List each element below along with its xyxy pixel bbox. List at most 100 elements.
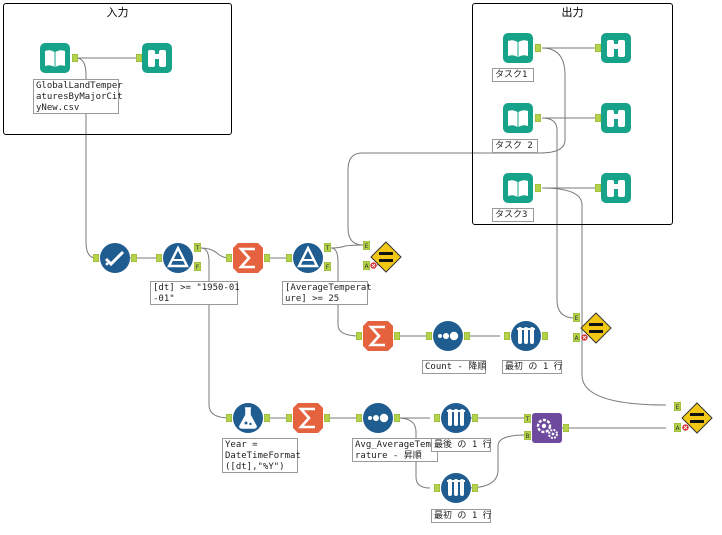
dots-sort-icon[interactable] <box>362 402 394 434</box>
filter-avg-annotation: [AverageTemperat ure] >= 25 <box>282 281 372 305</box>
output-anchor[interactable] <box>535 44 541 52</box>
svg-text:A: A <box>364 263 369 270</box>
input-anchor[interactable] <box>595 184 601 192</box>
formula-year-annotation: Year = DateTimeFormat ([dt],"%Y") <box>222 438 301 473</box>
test-tubes-icon[interactable] <box>440 472 472 504</box>
input-file-annotation: GlobalLandTemper aturesByMajorCit yNew.c… <box>33 79 123 114</box>
output-anchor[interactable] <box>472 414 478 422</box>
output-anchor[interactable] <box>394 332 400 340</box>
wire <box>75 57 97 259</box>
equals-diamond-icon[interactable] <box>681 402 713 434</box>
input-anchor[interactable] <box>356 414 362 422</box>
binoculars-icon[interactable] <box>600 102 632 134</box>
output-anchor[interactable] <box>464 332 470 340</box>
input-anchor[interactable] <box>426 332 432 340</box>
test-tubes-icon[interactable] <box>440 402 472 434</box>
svg-text:E: E <box>575 315 579 322</box>
container-title: 入力 <box>106 6 129 19</box>
output-anchor[interactable] <box>535 114 541 122</box>
container-title: 出力 <box>561 6 584 19</box>
output-anchor[interactable] <box>542 332 548 340</box>
input-anchor[interactable] <box>434 414 440 422</box>
output-anchor[interactable] <box>563 424 569 432</box>
input-anchor[interactable] <box>595 114 601 122</box>
svg-text:T: T <box>525 416 530 423</box>
flask-icon[interactable] <box>232 402 264 434</box>
expected-anchor[interactable]: E <box>363 241 370 250</box>
wire <box>541 187 667 406</box>
input-anchor[interactable] <box>226 254 232 262</box>
input-anchor[interactable] <box>286 254 292 262</box>
filter-triangle-icon[interactable] <box>292 242 324 274</box>
output-container[interactable]: 出力 <box>472 3 673 225</box>
binoculars-icon[interactable] <box>600 172 632 204</box>
input-anchor[interactable] <box>226 414 232 422</box>
input-anchor[interactable] <box>356 332 362 340</box>
wire <box>200 247 231 259</box>
filter-triangle-icon[interactable] <box>162 242 194 274</box>
equals-diamond-icon[interactable] <box>580 312 612 344</box>
input-container[interactable]: 入力 <box>3 3 232 135</box>
book-icon[interactable] <box>39 42 71 74</box>
error-icon <box>370 262 377 269</box>
sample-first-b-annotation: 最初 の 1 行 <box>431 509 492 523</box>
expected-anchor[interactable]: E <box>674 402 681 411</box>
book-icon[interactable] <box>502 172 534 204</box>
output-anchor[interactable] <box>264 254 270 262</box>
input-anchor[interactable] <box>156 254 162 262</box>
svg-text:E: E <box>365 243 369 250</box>
sigma-icon[interactable] <box>292 402 324 434</box>
actual-anchor[interactable]: A <box>363 261 370 270</box>
sample-last-annotation: 最後 の 1 行 <box>431 438 492 452</box>
task1-annotation: タスク1 <box>492 68 534 82</box>
equals-diamond-icon[interactable] <box>370 241 402 273</box>
binoculars-icon[interactable] <box>141 42 173 74</box>
output-anchor[interactable] <box>394 414 400 422</box>
count-sort-annotation: Count - 降順 <box>422 360 486 374</box>
svg-text:E: E <box>676 404 680 411</box>
wire <box>330 244 364 249</box>
join-t-anchor[interactable]: T <box>524 414 531 423</box>
output-anchor[interactable] <box>264 414 270 422</box>
svg-text:F: F <box>326 264 330 271</box>
input-anchor[interactable] <box>93 254 99 262</box>
error-icon <box>682 424 689 431</box>
test-tubes-icon[interactable] <box>510 320 542 352</box>
sigma-icon[interactable] <box>232 242 264 274</box>
svg-text:A: A <box>675 425 680 432</box>
error-icon <box>581 334 588 341</box>
actual-anchor[interactable]: A <box>573 333 580 342</box>
sample-first-a-annotation: 最初 の 1 行 <box>502 360 563 374</box>
output-anchor[interactable] <box>324 414 330 422</box>
actual-anchor[interactable]: A <box>674 423 681 432</box>
wire <box>466 434 526 489</box>
output-anchor[interactable] <box>535 184 541 192</box>
output-anchor[interactable] <box>72 54 78 62</box>
avg-sort-annotation: Avg_AverageTempe rature - 昇順 <box>352 438 442 462</box>
input-anchor[interactable] <box>434 484 440 492</box>
gears-icon[interactable] <box>531 412 563 444</box>
output-anchor[interactable] <box>472 484 478 492</box>
dots-sort-icon[interactable] <box>432 320 464 352</box>
join-b-anchor[interactable]: B <box>524 431 531 440</box>
wire <box>347 47 566 246</box>
svg-text:F: F <box>196 264 200 271</box>
input-anchor[interactable] <box>504 332 510 340</box>
input-anchor[interactable] <box>595 44 601 52</box>
sigma-icon[interactable] <box>362 320 394 352</box>
false-anchor[interactable]: F <box>324 262 331 271</box>
true-anchor[interactable]: T <box>324 243 331 252</box>
true-anchor[interactable]: T <box>194 243 201 252</box>
input-anchor[interactable] <box>136 54 142 62</box>
input-anchor[interactable] <box>286 414 292 422</box>
book-icon[interactable] <box>502 102 534 134</box>
output-anchor[interactable] <box>131 254 137 262</box>
svg-text:T: T <box>325 245 330 252</box>
checkmark-select-icon[interactable] <box>99 242 131 274</box>
task3-annotation: タスク3 <box>492 208 534 222</box>
binoculars-icon[interactable] <box>600 32 632 64</box>
expected-anchor[interactable]: E <box>573 313 580 322</box>
task2-annotation: タスク 2 <box>492 139 538 153</box>
book-icon[interactable] <box>502 32 534 64</box>
false-anchor[interactable]: F <box>194 262 201 271</box>
